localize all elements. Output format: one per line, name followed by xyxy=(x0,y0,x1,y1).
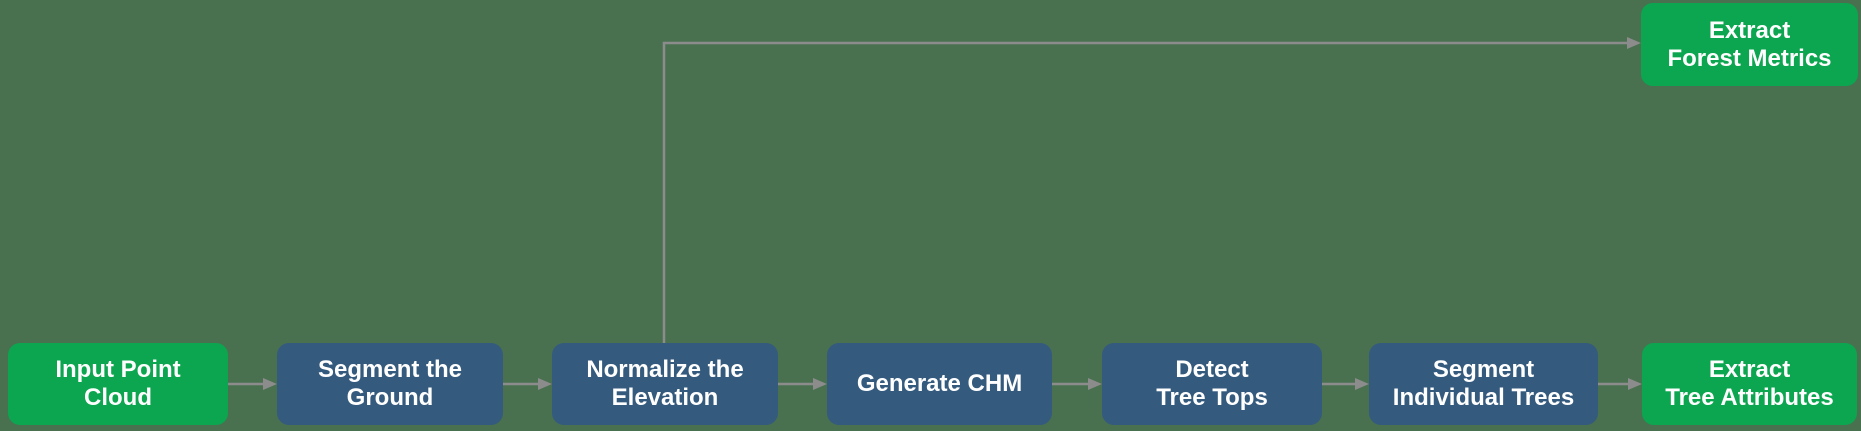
node-label-line: Forest Metrics xyxy=(1667,44,1832,72)
node-normalize-the-elevation: Normalize the Elevation xyxy=(552,343,778,425)
arrow-detect-tree-tops-to-segment-trees xyxy=(1322,378,1369,390)
node-label-line: Tree Attributes xyxy=(1665,384,1834,411)
node-label-line: Extract xyxy=(1708,356,1791,383)
node-label-line: Input Point xyxy=(55,356,181,383)
node-segment-the-ground: Segment the Ground xyxy=(277,343,503,425)
node-label-line: Detect xyxy=(1175,356,1249,383)
node-label-line: Elevation xyxy=(611,384,719,411)
node-label-line: Tree Tops xyxy=(1156,384,1268,411)
node-label-line: Segment the xyxy=(317,356,463,383)
node-label-line: Ground xyxy=(346,384,434,411)
arrow-normalize-to-forest-metrics xyxy=(662,37,1641,343)
arrow-segment-trees-to-extract-attributes xyxy=(1598,378,1642,390)
arrow-segment-ground-to-normalize xyxy=(503,378,552,390)
node-extract-forest-metrics: Extract Forest Metrics xyxy=(1641,3,1858,86)
node-label-line: Individual Trees xyxy=(1392,384,1575,411)
arrow-input-to-segment-ground xyxy=(228,378,277,390)
node-input-point-cloud: Input Point Cloud xyxy=(8,343,228,425)
node-segment-individual-trees: Segment Individual Trees xyxy=(1369,343,1598,425)
arrow-generate-chm-to-detect-tree-tops xyxy=(1052,378,1102,390)
node-label-line: Generate CHM xyxy=(856,370,1023,397)
arrow-normalize-to-generate-chm xyxy=(778,378,827,390)
node-detect-tree-tops: Detect Tree Tops xyxy=(1102,343,1322,425)
node-label-line: Normalize the xyxy=(586,356,744,383)
node-label-line: Segment xyxy=(1432,356,1535,383)
node-label-line: Cloud xyxy=(84,384,152,411)
node-label-line: Extract xyxy=(1708,16,1791,44)
node-generate-chm: Generate CHM xyxy=(827,343,1052,425)
node-extract-tree-attributes: Extract Tree Attributes xyxy=(1642,343,1857,425)
